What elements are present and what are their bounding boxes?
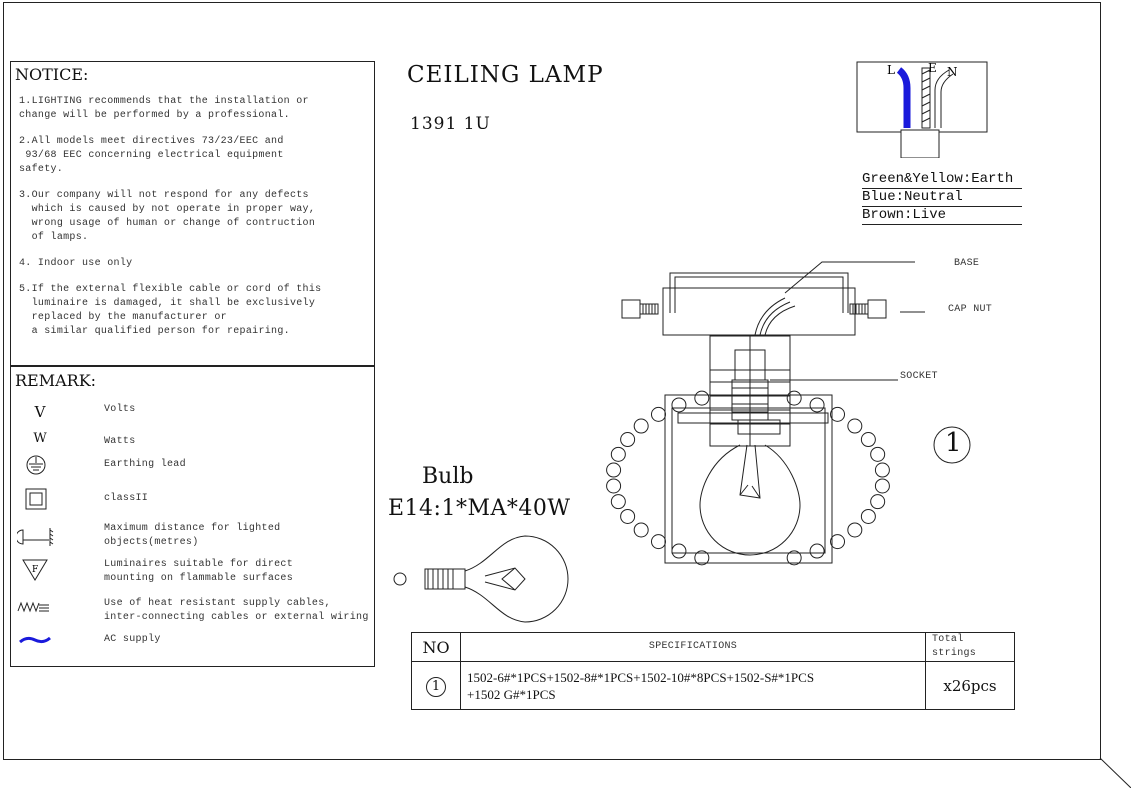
crystal-bead bbox=[809, 397, 825, 413]
crystal-bead bbox=[694, 390, 710, 406]
flammable-letter: F bbox=[32, 565, 38, 575]
cap-nut-left bbox=[621, 299, 659, 319]
base-callout: BASE bbox=[954, 258, 980, 269]
watts-symbol: W bbox=[33, 431, 47, 446]
cap-nut-right bbox=[849, 299, 887, 319]
crystal-bead bbox=[633, 522, 649, 538]
crystal-bead bbox=[694, 550, 710, 566]
wiring-diagram: L E N bbox=[856, 61, 988, 158]
remark-text: Watts bbox=[104, 436, 136, 447]
wire-legend-earth: Green&Yellow:Earth bbox=[862, 171, 1022, 189]
crystal-bead bbox=[606, 462, 622, 478]
flammable-surface-icon: F bbox=[22, 559, 48, 581]
remark-text: Use of heat resistant supply cables, int… bbox=[104, 598, 369, 623]
notice-list: 1.LIGHTING recommends that the installat… bbox=[19, 95, 369, 351]
crystal-bead bbox=[874, 478, 890, 494]
crystal-string-left bbox=[606, 390, 710, 566]
model-number: 1391 1U bbox=[410, 114, 491, 134]
min-distance-icon bbox=[17, 528, 54, 546]
crystal-bead bbox=[847, 522, 863, 538]
spec-table: NO SPECIFICATIONS Total strings 1 1502-6… bbox=[411, 632, 1015, 710]
crystal-string-right bbox=[786, 390, 890, 566]
notice-item: 4. Indoor use only bbox=[19, 258, 133, 269]
bulb-side-icon bbox=[393, 535, 569, 623]
remark-text: Maximum distance for lighted objects(met… bbox=[104, 523, 281, 548]
crystal-bead bbox=[671, 397, 687, 413]
crystal-bead bbox=[870, 446, 886, 462]
remark-text: Volts bbox=[104, 404, 136, 415]
bulb-label: Bulb bbox=[422, 464, 474, 489]
notice-item: 5.If the external flexible cable or cord… bbox=[19, 284, 322, 337]
part-number: 1 bbox=[945, 428, 962, 458]
remark-text: AC supply bbox=[104, 634, 161, 645]
bulb-drawing bbox=[699, 444, 801, 556]
notice-item: 3.Our company will not respond for any d… bbox=[19, 190, 316, 243]
heat-resistant-cable-icon bbox=[17, 601, 49, 613]
crystal-bead bbox=[650, 534, 666, 550]
crystal-bead bbox=[610, 494, 626, 510]
cap-nut-callout: CAP NUT bbox=[948, 304, 993, 315]
crystal-bead bbox=[786, 550, 802, 566]
notice-item: 1.LIGHTING recommends that the installat… bbox=[19, 96, 309, 121]
table-header-row: NO SPECIFICATIONS Total strings bbox=[411, 632, 1015, 662]
crystal-bead bbox=[606, 478, 622, 494]
crystal-bead bbox=[786, 390, 802, 406]
socket bbox=[677, 335, 829, 447]
table-row: 1 1502-6#*1PCS+1502-8#*1PCS+1502-10#*8PC… bbox=[411, 661, 1015, 710]
neutral-label: N bbox=[947, 65, 958, 79]
crystal-bead bbox=[671, 543, 687, 559]
remark-heading: REMARK: bbox=[15, 371, 97, 390]
notice-item: 2.All models meet directives 73/23/EEC a… bbox=[19, 136, 284, 175]
crystal-bead bbox=[633, 418, 649, 434]
lamp-drawing bbox=[606, 261, 971, 566]
cable bbox=[754, 297, 796, 336]
crystal-bead bbox=[809, 543, 825, 559]
crystal-bead bbox=[610, 446, 626, 462]
base-plate bbox=[662, 272, 856, 336]
crystal-bead bbox=[650, 406, 666, 422]
remark-text: classII bbox=[104, 493, 149, 504]
header-no: NO bbox=[411, 632, 461, 662]
wire-legend-neutral: Blue:Neutral bbox=[862, 189, 1022, 207]
row-no: 1 bbox=[426, 676, 446, 697]
remark-text: Earthing lead bbox=[104, 459, 186, 470]
drawing-title: CEILING LAMP bbox=[407, 62, 604, 88]
crystal-bead bbox=[620, 508, 636, 524]
sheet-border bbox=[3, 2, 1101, 760]
ac-supply-icon bbox=[19, 636, 51, 644]
remark-text: Luminaires suitable for direct mounting … bbox=[104, 559, 294, 584]
crystal-bead bbox=[860, 432, 876, 448]
remark-panel: REMARK: V Volts W Watts Earthing lead clas… bbox=[10, 365, 375, 667]
crystal-bead bbox=[830, 534, 846, 550]
notice-heading: NOTICE: bbox=[15, 65, 89, 84]
socket-callout: SOCKET bbox=[900, 371, 938, 382]
earthing-icon bbox=[26, 455, 46, 475]
row-total: x26pcs bbox=[925, 661, 1015, 710]
crystal-bead bbox=[847, 418, 863, 434]
header-specifications: SPECIFICATIONS bbox=[460, 632, 926, 662]
wire-legend-live: Brown:Live bbox=[862, 207, 1022, 225]
crystal-bead bbox=[870, 494, 886, 510]
row-spec: 1502-6#*1PCS+1502-8#*1PCS+1502-10#*8PCS+… bbox=[460, 661, 926, 710]
crystal-bead bbox=[874, 462, 890, 478]
base-leader bbox=[784, 261, 915, 294]
shade-frame bbox=[664, 394, 833, 564]
bulb-spec: E14:1*MA*40W bbox=[388, 496, 571, 521]
live-label: L bbox=[887, 63, 895, 77]
earth-label: E bbox=[928, 61, 937, 75]
volts-symbol: V bbox=[34, 403, 46, 421]
corner-mark bbox=[1099, 757, 1131, 788]
crystal-bead bbox=[620, 432, 636, 448]
notice-panel: NOTICE: 1.LIGHTING recommends that the i… bbox=[10, 61, 375, 367]
class-ii-icon bbox=[25, 488, 47, 510]
part-number-circle bbox=[933, 426, 971, 464]
crystal-bead bbox=[860, 508, 876, 524]
header-total: Total strings bbox=[925, 632, 1015, 662]
crystal-bead bbox=[830, 406, 846, 422]
